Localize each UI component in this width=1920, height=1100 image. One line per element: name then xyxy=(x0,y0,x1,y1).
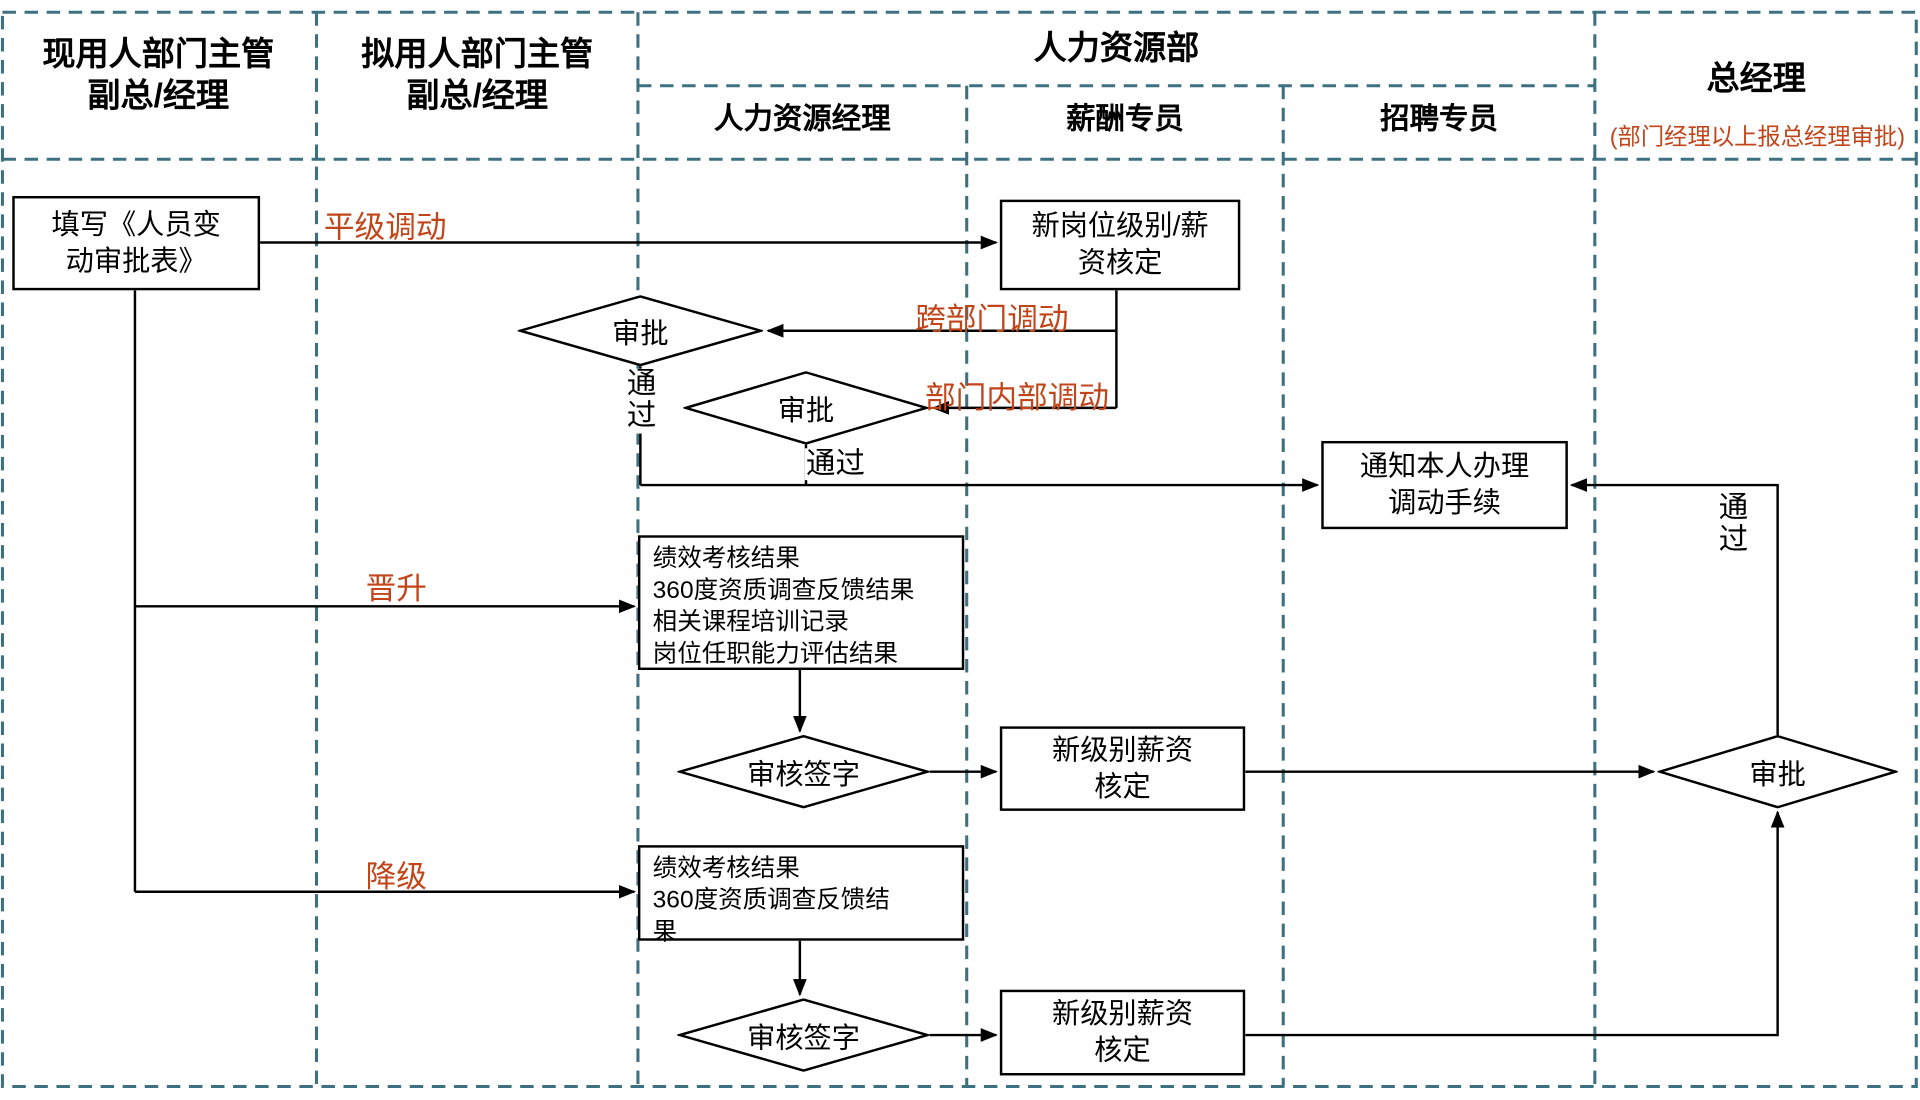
decision-gm-approve: 审批 xyxy=(1657,735,1897,808)
label-lateral-transfer: 平级调动 xyxy=(323,210,447,245)
decision-label: 审批 xyxy=(1749,758,1806,791)
label-demotion: 降级 xyxy=(365,859,427,895)
sublane-header-hr-manager: 人力资源经理 xyxy=(713,102,891,136)
sublane-header-compensation: 薪酬专员 xyxy=(1066,102,1184,136)
lane-header-gm: 总经理 xyxy=(1706,60,1806,97)
decision-label: 审批 xyxy=(777,394,835,427)
decision-review-sign-demotion: 审核签字 xyxy=(677,998,930,1071)
diamond-shape xyxy=(1657,735,1897,808)
lane-header-current-dept: 现用人部门主管 副总/经理 xyxy=(42,35,275,114)
edge-gm-to-notify xyxy=(1569,478,1779,735)
lane-header-proposed-dept: 拟用人部门主管 副总/经理 xyxy=(361,35,594,114)
node-new-level-salary-promotion: 新级别薪资 核定 xyxy=(999,726,1246,811)
label-pass-gm: 通 过 xyxy=(1715,492,1752,558)
lane-outer-border xyxy=(0,10,1918,1089)
node-notify-transfer: 通知本人办理 调动手续 xyxy=(1321,440,1568,530)
decision-review-sign-promotion: 审核签字 xyxy=(677,735,930,808)
gm-approval-note: (部门经理以上报总经理审批) xyxy=(1609,124,1906,151)
label-cross-dept-transfer: 跨部门调动 xyxy=(915,302,1069,337)
decision-approve-cross-dept: 审批 xyxy=(518,295,763,366)
label-pass-approve2: 通过 xyxy=(804,447,867,481)
node-new-position-salary: 新岗位级别/薪 资核定 xyxy=(999,199,1241,291)
label-promotion: 晋升 xyxy=(365,572,427,607)
label-internal-transfer: 部门内部调动 xyxy=(925,380,1110,416)
decision-label: 审核签字 xyxy=(747,1021,860,1054)
decision-label: 审核签字 xyxy=(747,758,860,791)
edge-salary2-to-gm xyxy=(1245,810,1785,1037)
diamond-shape xyxy=(677,735,930,808)
sublane-header-recruiting: 招聘专员 xyxy=(1380,102,1498,136)
node-demotion-evidence: 绩效考核结果 360度资质调查反馈结 果 xyxy=(637,845,965,946)
decision-approve-internal: 审批 xyxy=(683,371,928,444)
node-promotion-evidence: 绩效考核结果 360度资质调查反馈结果 相关课程培训记录 岗位任职能力评估结果 xyxy=(637,535,965,671)
decision-label: 审批 xyxy=(612,317,669,350)
node-new-level-salary-demotion: 新级别薪资 核定 xyxy=(999,989,1246,1076)
lane-header-hr-dept: 人力资源部 xyxy=(1033,29,1200,67)
diamond-shape xyxy=(677,998,930,1071)
diamond-shape xyxy=(683,371,928,444)
diamond-shape xyxy=(518,295,763,366)
node-fill-change-form: 填写《人员变 动审批表》 xyxy=(12,195,261,291)
label-pass-approve1: 通 过 xyxy=(623,368,661,434)
